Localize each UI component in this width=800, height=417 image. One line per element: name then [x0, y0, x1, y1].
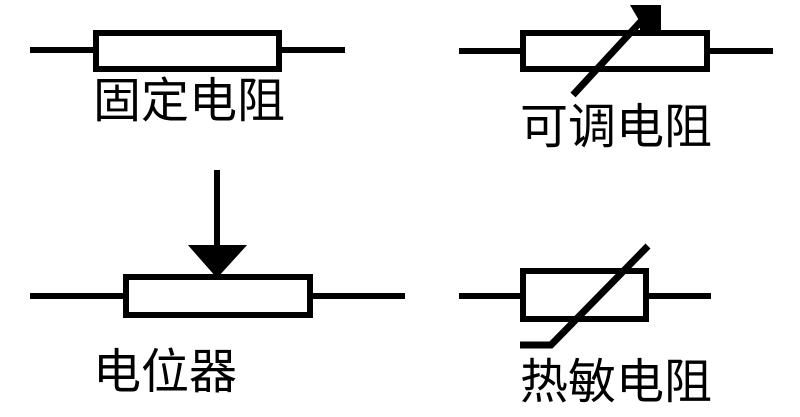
potentiometer-label: 电位器 — [93, 344, 237, 400]
fixed-resistor-symbol: 固定电阻 — [30, 30, 345, 129]
thermistor-label: 热敏电阻 — [520, 354, 712, 410]
resistor-body — [123, 274, 313, 318]
resistor-body — [93, 30, 282, 72]
adjustable-resistor-symbol: 可调电阻 — [459, 5, 773, 155]
wiper-arrow-tip — [188, 245, 247, 278]
adjustable-resistor-label: 可调电阻 — [520, 99, 712, 155]
adjust-arrow-head — [630, 5, 661, 30]
fixed-resistor-label: 固定电阻 — [93, 73, 285, 129]
thermistor-symbol: 热敏电阻 — [459, 243, 712, 410]
thermal-nonlinear-line — [520, 243, 651, 349]
potentiometer-symbol: 电位器 — [30, 170, 405, 400]
adjust-arrow-line — [570, 14, 648, 98]
